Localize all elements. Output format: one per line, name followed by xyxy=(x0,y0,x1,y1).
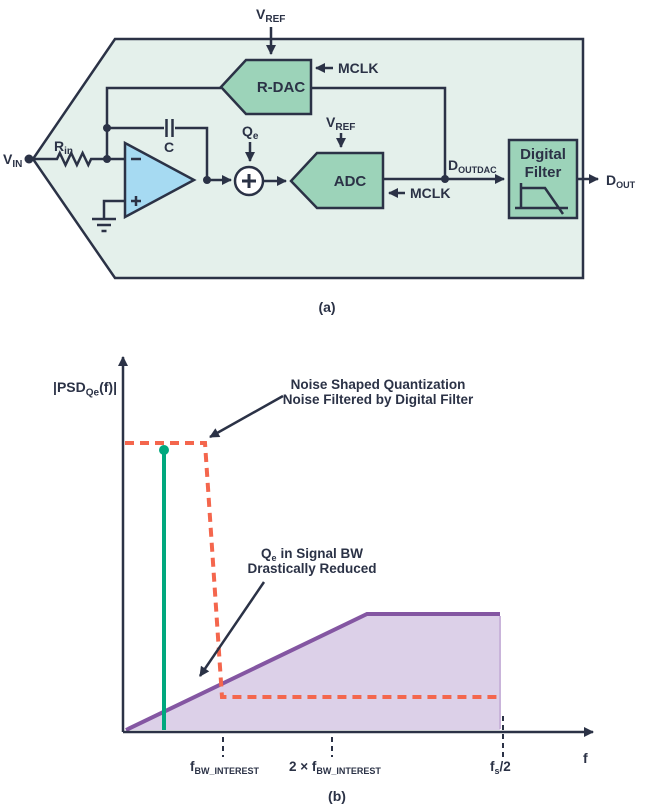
lowpass-filter-icon xyxy=(515,183,568,215)
rdac-label: R-DAC xyxy=(257,79,305,96)
capacitor-icon xyxy=(165,119,174,137)
mclk-adc-label: MCLK xyxy=(410,185,450,201)
tick-label-fbw-interest: fBW_INTEREST xyxy=(190,759,260,776)
caption-b: (b) xyxy=(328,788,346,804)
resistor-zigzag-icon xyxy=(29,150,125,168)
summer-plus-icon xyxy=(242,174,256,188)
signal-tone-dot xyxy=(159,445,169,455)
cap-label: C xyxy=(164,139,174,155)
cap-wire-right xyxy=(175,126,209,180)
vref-rdac-label: VREF xyxy=(256,6,285,25)
annotation-filtered-noise-arrow xyxy=(209,394,284,439)
qe-label: Qe xyxy=(242,123,259,142)
quantization-noise-line xyxy=(125,612,500,732)
ground-icon xyxy=(92,217,116,233)
digital-filter-label-line2: Filter xyxy=(525,164,562,181)
opamp-plus-icon xyxy=(131,196,141,206)
tick-label-2x-fbw-interest: 2 × fBW_INTEREST xyxy=(289,759,381,776)
adc-block xyxy=(289,151,385,210)
quantization-noise-region xyxy=(126,614,500,730)
annotation-qe-reduced-arrow xyxy=(198,581,266,677)
doutdac-label: DOUTDAC xyxy=(448,157,497,175)
filtered-noise-dashed-line xyxy=(125,441,497,699)
dout-label: DOUT xyxy=(606,172,636,190)
sigma-delta-modulator-diagram: VIN Rin C Qe ADC xyxy=(3,6,636,315)
x-axis-label: f xyxy=(583,750,588,766)
tick-label-fs-over-2: fs/2 xyxy=(490,759,511,776)
doutdac-to-rdac-wire xyxy=(312,86,447,179)
rin-label: Rin xyxy=(54,138,73,157)
annotation-qe-reduced-line2: Drastically Reduced xyxy=(247,561,376,576)
vref-adc-label: VREF xyxy=(326,114,355,133)
annotation-filtered-noise-line1: Noise Shaped Quantization xyxy=(291,377,466,392)
rdac-feedback-wire xyxy=(105,86,221,159)
ground-wire xyxy=(102,199,125,219)
rdac-block xyxy=(219,58,313,116)
vin-label: VIN xyxy=(3,151,22,170)
caption-a: (a) xyxy=(318,299,335,315)
y-axis-label: |PSDQe(f)| xyxy=(53,379,117,399)
adc-label: ADC xyxy=(334,173,367,190)
digital-filter-label-line1: Digital xyxy=(520,146,566,163)
inverting-input-node-dot xyxy=(103,155,111,163)
annotation-filtered-noise-line2: Noise Filtered by Digital Filter xyxy=(283,392,474,407)
psd-plot: |PSDQe(f)| f fBW_INTEREST 2 × fBW_INTERE… xyxy=(53,356,594,804)
opamp-triangle xyxy=(123,140,197,220)
mclk-rdac-label: MCLK xyxy=(338,60,378,76)
